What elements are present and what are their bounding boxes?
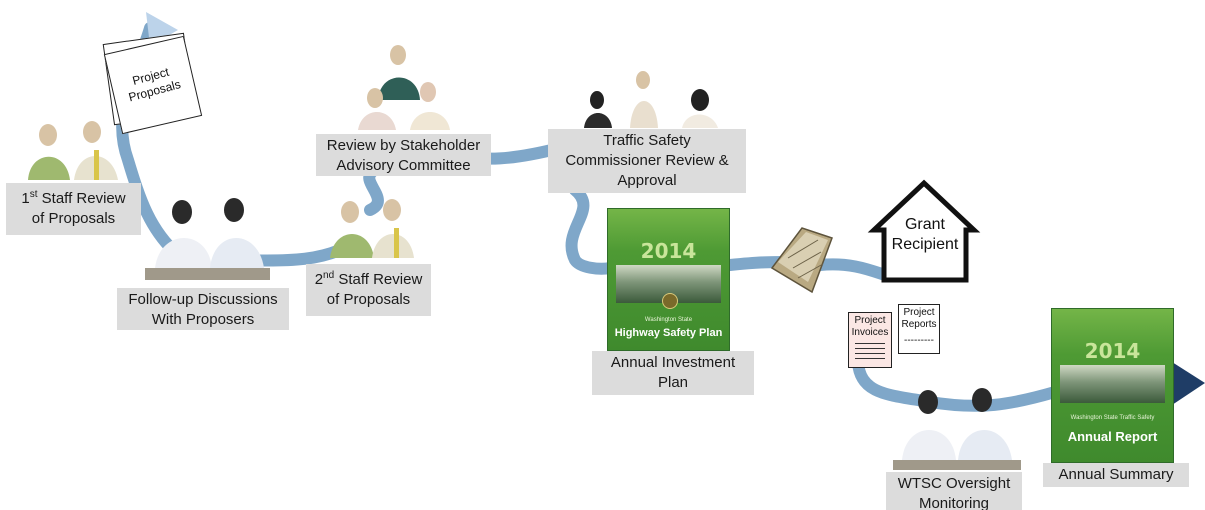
seal-icon [661,293,678,309]
followup-line2: With Proposers [151,311,255,328]
hsp-state: Washington State [644,317,693,323]
followup-line1: Follow-up Discussions [128,291,278,308]
second-review-line2: of Proposals [326,291,411,308]
people-meeting-icon [584,71,718,128]
invoices-text: Project Invoices [851,315,889,338]
invoices-document: Project Invoices [848,312,892,368]
stakeholder-review-label: Review by Stakeholder Advisory Committee [316,134,491,176]
money-stack-icon [770,227,833,294]
stakeholder-line2: Advisory Committee [336,157,471,174]
hsp-year: 2014 [640,239,697,263]
second-review-line1: 2nd Staff Review [314,270,423,288]
annual-report-cover: 2014 Washington State Traffic Safety Ann… [1051,308,1174,463]
first-review-line2: of Proposals [31,210,116,227]
second-staff-review-label: 2nd Staff Review of Proposals [306,264,431,316]
annual-investment-label: Annual Investment Plan [592,351,754,395]
grant-recipient-label: Grant Recipient [891,216,959,253]
summary-line1: Annual Summary [1058,466,1174,483]
people-meeting-icon [893,388,1021,470]
house-icon [867,179,981,283]
followup-discussions-label: Follow-up Discussions With Proposers [117,288,289,330]
flow-arrow-icon [1172,362,1205,405]
commissioner-line2: Commissioner Review & [565,152,729,169]
people-meeting-icon [358,45,450,130]
reports-document: Project Reports --------- [898,304,940,354]
ar-photo-band [1060,365,1165,403]
wtsc-oversight-label: WTSC Oversight Monitoring [886,472,1022,510]
first-review-line1: 1st Staff Review [21,189,126,207]
people-meeting-icon [28,121,118,180]
reports-text: Project Reports [901,307,937,330]
commissioner-line1: Traffic Safety [603,132,691,149]
ar-year: 2014 [1084,339,1141,363]
people-meeting-icon [145,198,270,280]
people-meeting-icon [330,199,414,258]
commissioner-line3: Approval [617,172,677,189]
investment-line2: Plan [657,374,689,391]
oversight-line2: Monitoring [918,495,990,510]
annual-summary-label: Annual Summary [1043,463,1189,487]
ar-state: Washington State Traffic Safety [1070,415,1155,421]
reports-dashes: --------- [904,335,934,346]
ar-title: Annual Report [1067,429,1158,444]
highway-safety-plan-cover: 2014 Washington State Highway Safety Pla… [607,208,730,351]
oversight-line1: WTSC Oversight [897,475,1011,492]
investment-line1: Annual Investment [610,354,736,371]
commissioner-review-label: Traffic Safety Commissioner Review & App… [548,129,746,193]
stakeholder-line1: Review by Stakeholder [326,137,481,154]
hsp-title: Highway Safety Plan [614,327,723,339]
first-staff-review-label: 1st Staff Review of Proposals [6,183,141,235]
